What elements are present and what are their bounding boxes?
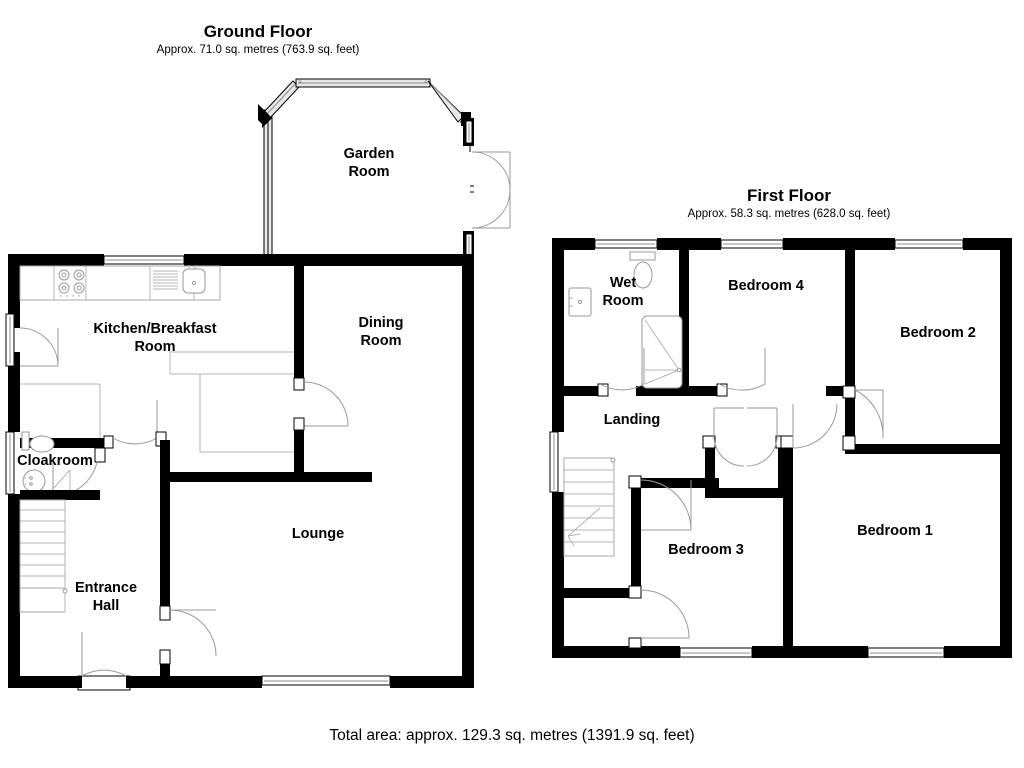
wall-hall-lounge-lower	[160, 660, 170, 688]
wall-wetroom-bed4	[679, 242, 689, 390]
bedroom-4-door	[716, 348, 766, 397]
wall-bed2-bed1	[845, 444, 1001, 454]
bedroom-1-door	[780, 403, 838, 449]
wall-bed4-bed2	[845, 242, 855, 390]
staircase-icon	[19, 499, 68, 613]
lounge: Lounge	[168, 472, 372, 542]
lounge-label: Lounge	[292, 526, 344, 542]
cloakroom-label: Cloakroom	[17, 453, 93, 469]
bedroom-1: Bedroom 1	[780, 403, 933, 539]
wall-bed2-west	[845, 386, 855, 448]
bedroom-4-label: Bedroom 4	[728, 278, 804, 294]
bedroom-4: Bedroom 4	[689, 242, 855, 397]
bedroom-3-window	[679, 646, 753, 658]
kitchen-back-door	[5, 313, 59, 367]
garden-room: Garden Room	[258, 78, 511, 264]
kitchen-breakfast-room: Kitchen/Breakfast Room	[19, 258, 304, 453]
staircase-icon	[563, 457, 616, 557]
garden-room-top-glazing	[295, 78, 431, 88]
wall-bed3-southwest	[564, 588, 641, 598]
wet-room-door	[597, 348, 645, 397]
ground-floor-subtitle: Approx. 71.0 sq. metres (763.9 sq. feet)	[157, 44, 360, 56]
dining-room-label-line2: Room	[360, 333, 401, 349]
wall-bed3-bed1	[783, 444, 793, 646]
kitchen-label-line1: Kitchen/Breakfast	[93, 321, 216, 337]
bedroom-2: Bedroom 2	[842, 325, 1001, 454]
hob-icon	[58, 269, 85, 297]
first-floor-plan: Wet Room Bedroom 4	[549, 238, 1012, 658]
basin-icon	[568, 287, 592, 317]
dining-room-label-line1: Dining	[358, 315, 403, 331]
cloakroom: Cloakroom	[17, 431, 106, 500]
wall-hall-lounge-upper	[160, 440, 170, 612]
bedroom-2-door	[842, 385, 884, 451]
landing-label: Landing	[604, 412, 660, 428]
entrance-hall-label-line2: Hall	[93, 598, 120, 614]
wall-lounge-north	[168, 472, 372, 482]
kitchen-label-line2: Room	[134, 339, 175, 355]
ground-wall-north	[8, 254, 474, 266]
first-floor-subtitle: Approx. 58.3 sq. metres (628.0 sq. feet)	[688, 208, 891, 220]
bedroom-4-window	[720, 238, 784, 250]
wall-cupboard-south	[705, 488, 783, 498]
wall-wetroom-south-w	[564, 386, 600, 396]
first-floor-title: First Floor	[747, 186, 831, 205]
dining-door-jamb	[293, 417, 305, 431]
sink-icon	[182, 265, 206, 294]
ground-floor-heading: Ground Floor Approx. 71.0 sq. metres (76…	[157, 22, 360, 56]
bedroom-3-door-south	[628, 585, 690, 649]
wall-cupboard-west	[705, 444, 715, 498]
ground-floor-title: Ground Floor	[204, 22, 313, 41]
bedroom-3-label: Bedroom 3	[668, 542, 744, 558]
ground-floor-main-body: Kitchen/Breakfast Room Dining Room	[5, 254, 474, 691]
front-door	[74, 632, 134, 691]
wall-cloakroom-south	[20, 490, 100, 500]
bedroom-1-label: Bedroom 1	[857, 523, 933, 539]
wall-dining-lounge	[294, 424, 304, 482]
bedroom-3: Bedroom 3	[564, 444, 793, 649]
landing-window	[549, 431, 564, 493]
first-wall-east	[1000, 238, 1012, 658]
bedroom-2-label: Bedroom 2	[900, 325, 976, 341]
cloakroom-window	[5, 431, 20, 495]
wet-room-label-line2: Room	[602, 293, 643, 309]
bedroom-1-window	[867, 646, 945, 658]
bedroom-3-door-north	[628, 475, 692, 531]
shower-tray-icon	[641, 315, 683, 389]
drainer-icon	[153, 270, 178, 290]
wet-room-window	[594, 238, 658, 250]
garden-room-label-line1: Garden	[344, 146, 395, 162]
dining-room: Dining Room	[293, 315, 404, 482]
wet-room-label-line1: Wet	[610, 275, 636, 291]
wall-bed4-south-e	[826, 386, 855, 396]
kitchen-north-window	[103, 254, 185, 266]
ground-floor-plan: Garden Room	[5, 78, 511, 691]
ground-wall-east	[462, 254, 474, 688]
first-floor-heading: First Floor Approx. 58.3 sq. metres (628…	[688, 186, 891, 220]
toilet-icon	[629, 251, 656, 289]
wall-bed4-south-w	[689, 386, 719, 396]
lounge-south-window	[261, 675, 391, 688]
basin-icon	[22, 469, 46, 493]
wall-kitchen-dining	[294, 258, 304, 382]
wall-wetroom-south-e	[636, 386, 689, 396]
bedroom-2-window	[894, 238, 964, 250]
wall-bed3-north	[631, 478, 719, 488]
garden-room-french-doors	[469, 146, 511, 229]
wall-bed3-west	[631, 478, 641, 598]
wet-room: Wet Room	[564, 242, 689, 397]
toilet-icon	[21, 431, 55, 453]
garden-room-left-glazing	[263, 109, 273, 261]
hall-lounge-door	[159, 605, 217, 665]
garden-room-right-window-upper	[463, 118, 474, 146]
total-area-text: Total area: approx. 129.3 sq. metres (13…	[329, 727, 694, 744]
dining-door	[293, 377, 349, 427]
entrance-hall-label-line1: Entrance	[75, 580, 137, 596]
garden-room-label-line2: Room	[348, 164, 389, 180]
entrance-hall: Entrance Hall	[19, 440, 217, 688]
